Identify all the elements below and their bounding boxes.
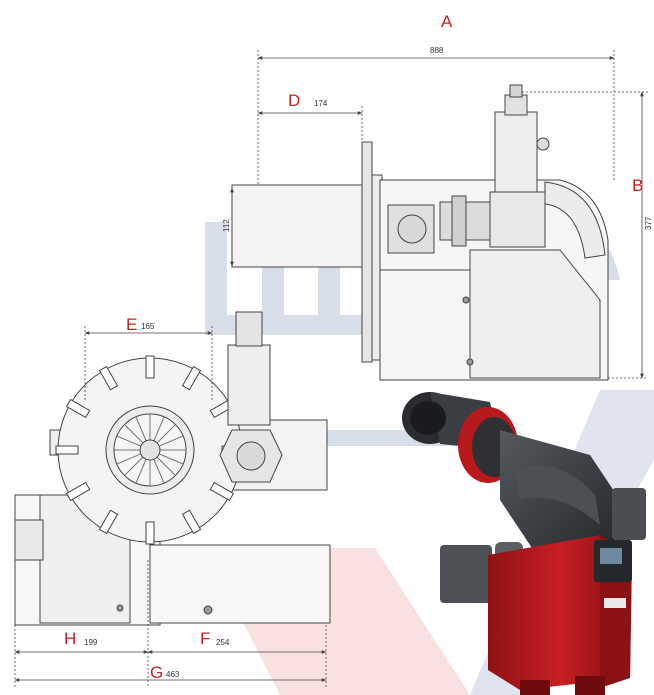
- front-view-drawing: [14, 311, 331, 626]
- watermark-bar: [205, 222, 227, 332]
- dim-value-e: 165: [141, 322, 155, 331]
- dim-letter-g: G: [150, 663, 163, 682]
- base-body: [149, 544, 331, 624]
- blast-tube: [231, 184, 373, 268]
- gas-valve-block: [489, 191, 546, 248]
- dim-letter-h: H: [64, 629, 76, 648]
- mounting-flange: [361, 141, 373, 363]
- dim-letter-d: D: [288, 91, 300, 110]
- dim-value-c: 112: [222, 219, 231, 232]
- burner-product-photo: [402, 392, 646, 695]
- dim-value-a: 888: [430, 46, 444, 55]
- dim-value-g: 463: [166, 670, 180, 679]
- dimension-lines: [14, 50, 648, 688]
- dim-letter-a: A: [441, 12, 453, 31]
- dim-value-d: 174: [314, 99, 328, 108]
- dim-letter-e: E: [126, 315, 137, 334]
- photo-brand-plate: [604, 598, 626, 608]
- dim-value-h: 199: [84, 638, 98, 647]
- dim-value-f: 254: [216, 638, 230, 647]
- dim-letter-b: B: [632, 176, 643, 195]
- photo-display: [600, 548, 622, 564]
- dim-letter-f: F: [200, 629, 210, 648]
- dim-value-b: 377: [644, 216, 653, 230]
- photo-servo-box: [440, 545, 492, 603]
- photo-side-box: [612, 488, 646, 540]
- valve-column: [494, 111, 538, 193]
- side-view-drawing: [231, 84, 609, 381]
- front-valve-column: [227, 344, 271, 426]
